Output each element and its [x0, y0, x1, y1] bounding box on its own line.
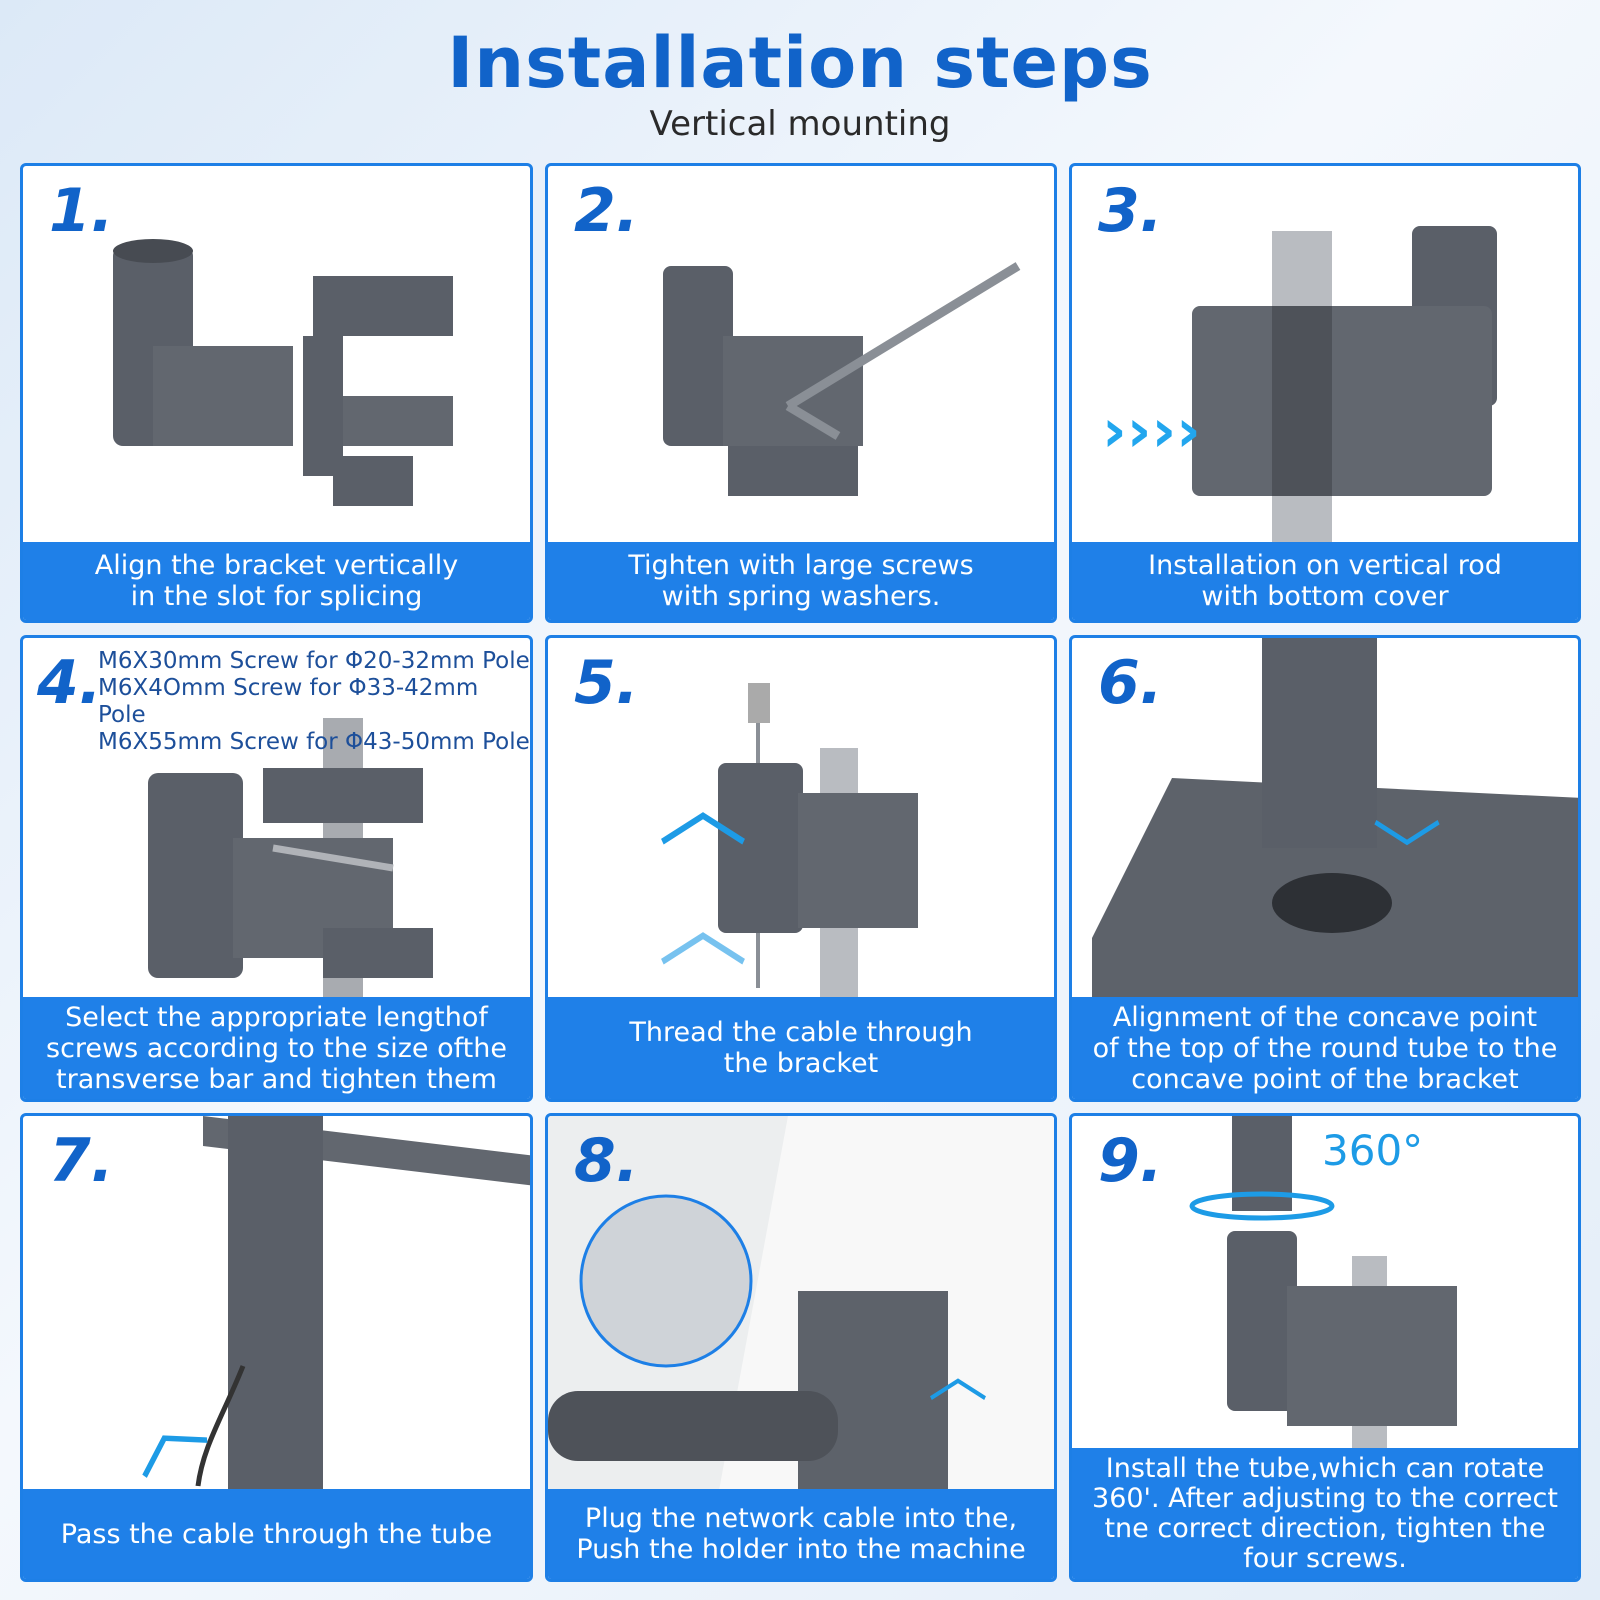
step-number: 4. [37, 648, 102, 718]
step-number: 5. [574, 648, 639, 718]
step-8-panel: ︿ 8. Plug the network cable into the,Pus… [545, 1113, 1057, 1582]
svg-text:︿: ︿ [928, 1341, 988, 1411]
step-number: 2. [574, 176, 639, 246]
svg-text:››››: ›››› [1102, 396, 1201, 466]
step-number: 3. [1098, 176, 1163, 246]
svg-text:︿: ︿ [658, 875, 748, 980]
plug-cable-illustration: ︿ [548, 1116, 1054, 1496]
cable-through-tube-illustration: ︿ [103, 1116, 530, 1496]
bracket-parts-illustration [113, 239, 453, 506]
rotation-label: 360° [1322, 1126, 1424, 1175]
step-7-panel: ︿ 7. Pass the cable through the tube [20, 1113, 533, 1582]
tighten-screw-illustration [663, 262, 1021, 496]
step-number: 1. [49, 176, 114, 246]
svg-text:︿: ︿ [658, 755, 748, 860]
page-title: Installation steps [447, 22, 1153, 104]
step-caption: Pass the cable through the tube [23, 1489, 530, 1579]
step-caption: Plug the network cable into the,Push the… [548, 1489, 1054, 1579]
svg-text:﹀: ﹀ [1372, 813, 1442, 895]
cable-thread-illustration: ︿︿ [658, 683, 918, 998]
step-number: 8. [574, 1126, 639, 1196]
vertical-rod-illustration: ›››› [1102, 226, 1497, 546]
step-number: 6. [1098, 648, 1163, 718]
step-number: 9. [1098, 1126, 1163, 1196]
step-number: 7. [49, 1126, 114, 1196]
step-9-panel: 9. 360° Install the tube,which can rotat… [1069, 1113, 1581, 1582]
page-subtitle: Vertical mounting [649, 104, 951, 144]
rotate-tube-illustration [1189, 1116, 1457, 1456]
tube-alignment-illustration: ﹀ [1092, 638, 1578, 1003]
screw-tighten-illustration [148, 718, 433, 998]
